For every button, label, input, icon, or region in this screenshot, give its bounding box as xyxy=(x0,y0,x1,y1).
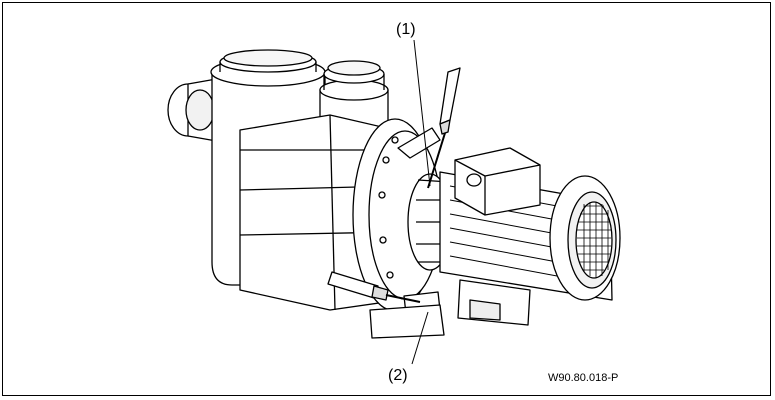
callout-2: (2) xyxy=(388,367,408,384)
leader-line-1 xyxy=(413,39,431,187)
screwdriver xyxy=(327,271,421,303)
callout-1: (1) xyxy=(396,21,416,38)
motor xyxy=(369,147,621,339)
reference-code: W90.80.018-P xyxy=(548,372,619,384)
leader-line-2 xyxy=(411,311,429,365)
pump-housing xyxy=(167,49,442,315)
screwdriver xyxy=(427,67,461,189)
